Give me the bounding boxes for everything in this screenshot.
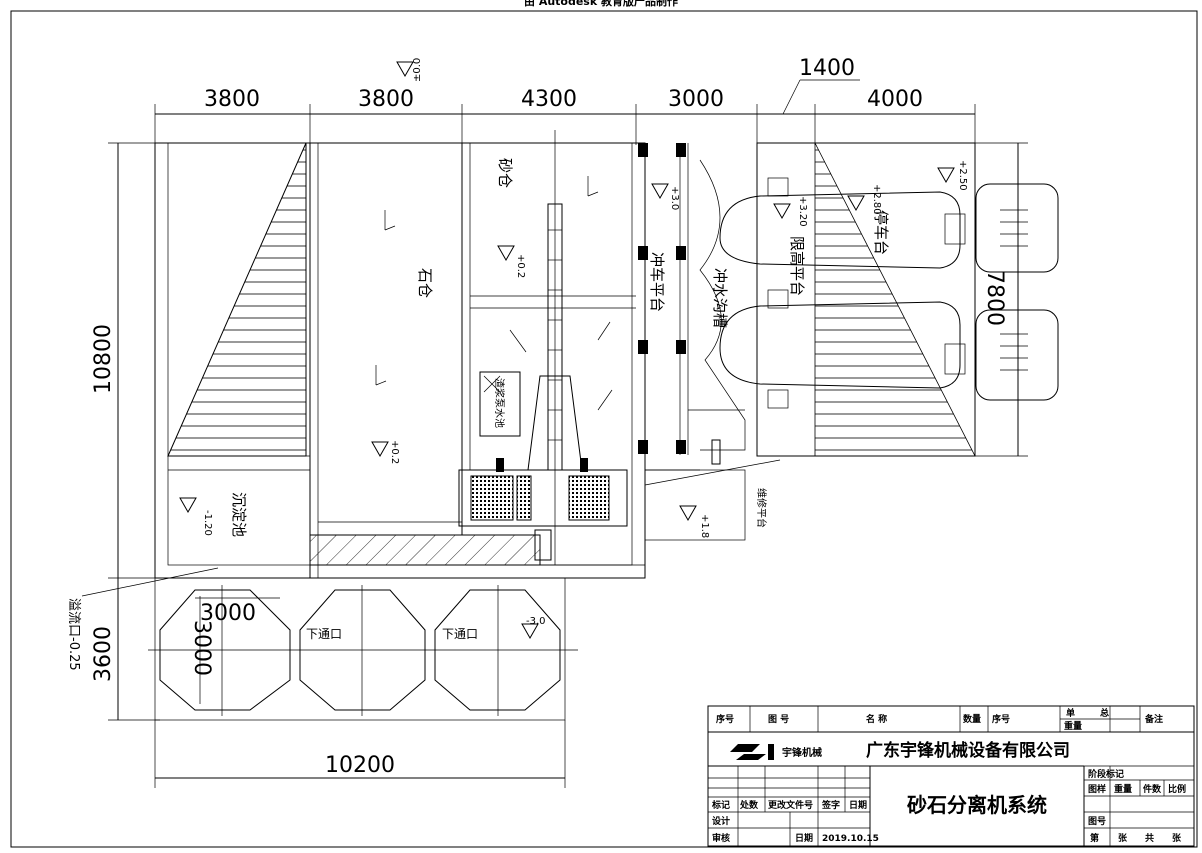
tb-review: 审核: [712, 832, 730, 844]
logo-text: 宇锋机械: [782, 746, 822, 759]
tb-fig: 图样: [1088, 783, 1106, 795]
level-l4-label: -1.20: [202, 510, 213, 536]
separator-screen: [458, 458, 628, 527]
level-marker-l4: [179, 497, 197, 514]
level-marker-l3: [371, 441, 389, 458]
dim-top-1: 3800: [204, 87, 260, 112]
level-marker-zero: [396, 61, 414, 78]
pump-pool-label: 渣浆泵水池: [493, 378, 506, 428]
bottom-dimension-line: [154, 720, 566, 788]
tb-qty: 数量: [963, 713, 981, 725]
drawing-border: [10, 10, 1198, 848]
level-l3-label: +0.2: [389, 440, 400, 464]
level-marker-l1: [651, 183, 669, 200]
tb-total: 总: [1100, 707, 1109, 719]
tb-stage: 阶段标记: [1088, 768, 1124, 780]
dim-tank-height: 3600: [91, 626, 116, 682]
level-l7-label: +3.20: [797, 196, 808, 227]
level-marker-l2: [497, 245, 515, 262]
drawing-title: 砂石分离机系统: [907, 793, 1047, 817]
stone-bin: [318, 143, 471, 535]
level-marker-l9: [937, 167, 955, 184]
drain-label: 冲水沟槽: [711, 268, 729, 328]
tb-marker: 标记: [711, 799, 730, 811]
left-dimension-line: [108, 142, 160, 721]
maintenance-label: 维修平台: [755, 488, 768, 528]
maintenance-platform: [644, 459, 781, 541]
overflow-label: 溢流口-0.25: [66, 598, 81, 671]
dim-tank-inner-v: 3000: [189, 620, 214, 676]
company-name: 广东宇锋机械设备有限公司: [866, 740, 1070, 761]
level-marker-l5: [679, 505, 697, 522]
tb-name: 名 称: [866, 713, 887, 725]
level-zero-label: ±0.0: [412, 58, 423, 82]
tb-sheet: 第: [1090, 832, 1099, 844]
tb-sheet-unit: 张: [1118, 832, 1128, 844]
pump-pool: [479, 371, 521, 437]
tb-change-doc: 更改文件号: [768, 799, 813, 811]
tb-count: 处数: [739, 799, 759, 811]
title-block: [707, 705, 1195, 847]
tb-weight2: 重量: [1114, 783, 1132, 795]
dim-tank-inner: 3000: [200, 601, 256, 626]
wash-platform: [638, 143, 689, 455]
tb-pieces: 件数: [1143, 783, 1162, 795]
right-dimension-line: [975, 142, 1028, 457]
parking-area: [756, 142, 976, 457]
drain-channel: [688, 159, 746, 465]
level-l2-label: +0.2: [515, 254, 526, 278]
dim-top-3: 4300: [521, 87, 577, 112]
dim-top-5: 4000: [867, 87, 923, 112]
sediment-pool: [167, 142, 319, 578]
dim-top-4: 3000: [668, 87, 724, 112]
tb-date-label: 日期: [849, 799, 867, 811]
level-marker-l8: [847, 195, 865, 212]
tb-date2: 日期: [795, 832, 813, 844]
watermark-text: 由 Autodesk 教育版产品制作: [524, 0, 678, 8]
top-dimension-line: [154, 79, 976, 145]
parking-label: 停车台: [872, 210, 890, 255]
dim-top-2: 3800: [358, 87, 414, 112]
tb-drawing-no: 图 号: [768, 714, 789, 725]
level-l8-label: +2.80: [871, 184, 882, 215]
tb-date-value: 2019.10.15: [822, 834, 879, 844]
lower-opening-2: 下通口: [442, 627, 478, 641]
tb-seq2: 序号: [992, 713, 1010, 725]
dim-bottom-width: 10200: [325, 753, 395, 778]
sediment-pool-label: 沉淀池: [230, 492, 248, 537]
tb-drawing-num: 图号: [1088, 816, 1106, 827]
tank-area: [148, 577, 578, 721]
dim-top-extra: 1400: [799, 56, 855, 81]
stone-bin-label: 石仓: [416, 268, 434, 298]
lower-opening-1: 下通口: [306, 627, 342, 641]
tb-single: 单: [1066, 707, 1075, 719]
tb-weight: 重量: [1064, 720, 1082, 732]
height-limit-label: 限高平台: [788, 236, 806, 296]
dim-left-height: 10800: [91, 324, 116, 394]
company-logo: [730, 744, 774, 760]
tb-remark: 备注: [1144, 713, 1163, 725]
dim-right-height: 7800: [982, 270, 1007, 326]
level-l1-label: +3.0: [669, 186, 680, 210]
truck-top: [719, 183, 1059, 273]
wash-platform-label: 冲车平台: [648, 252, 666, 312]
sand-bin: [470, 176, 636, 411]
bottom-channel: [309, 534, 541, 566]
level-l5-label: +1.8: [699, 514, 710, 538]
level-l6-label: -3.0: [526, 616, 546, 627]
sand-bin-label: 砂仓: [496, 158, 514, 188]
tb-total-unit: 张: [1172, 832, 1182, 844]
tb-seq: 序号: [716, 713, 734, 725]
tb-sign: 签字: [821, 799, 840, 811]
tb-designer: 设计: [712, 815, 730, 827]
truck-bottom: [719, 301, 1059, 401]
level-l9-label: +2.50: [957, 160, 968, 191]
level-marker-l7: [773, 203, 791, 220]
level-marker-l6: [521, 623, 539, 640]
tb-scale: 比例: [1168, 783, 1186, 795]
tb-total-sheets: 共: [1145, 832, 1154, 844]
